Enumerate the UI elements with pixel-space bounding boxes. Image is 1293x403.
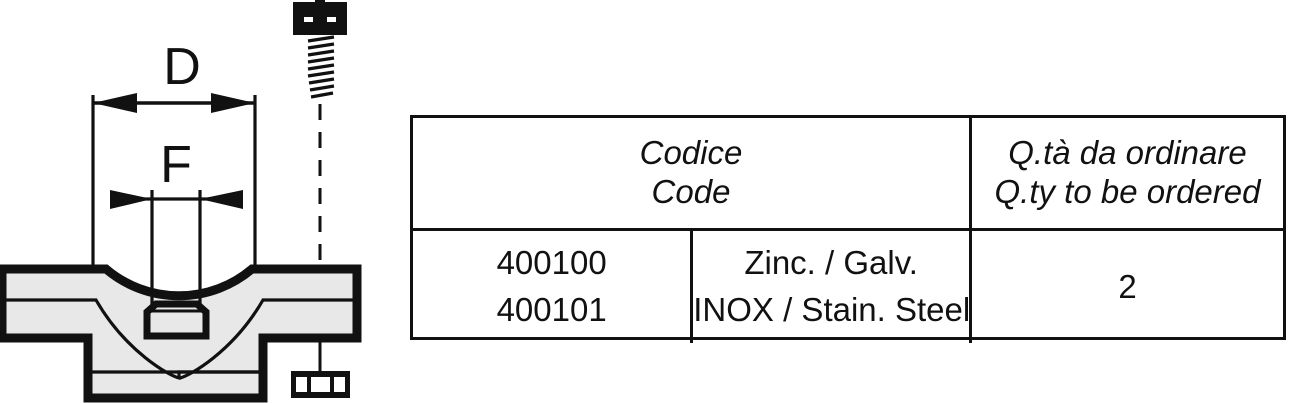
header-qty-it: Q.tà da ordinare: [1008, 134, 1247, 172]
description-value-1: INOX / Stain. Steel: [693, 291, 971, 328]
saddle-bracket-section: [0, 264, 362, 403]
specification-table: Codice Code Q.tà da ordinare Q.ty to be …: [410, 115, 1286, 343]
header-code-it: Codice: [639, 134, 743, 172]
cell-descriptions: Zinc. / Galv. INOX / Stain. Steel: [691, 229, 972, 343]
nut-icon: [291, 371, 350, 398]
code-value-1: 400101: [496, 291, 607, 328]
table-header-row: Codice Code Q.tà da ordinare Q.ty to be …: [413, 118, 1283, 231]
header-cell-code: Codice Code: [413, 118, 972, 231]
header-qty-en: Q.ty to be ordered: [994, 173, 1261, 210]
dimension-D-label: D: [163, 38, 201, 96]
table-grid: Codice Code Q.tà da ordinare Q.ty to be …: [413, 118, 1283, 343]
drawing-canvas: D F: [0, 0, 362, 403]
table-body-row: 400100 400101 Zinc. / Galv. INOX / Stain…: [413, 229, 1283, 343]
dimension-F-label: F: [160, 136, 192, 194]
cell-quantity: 2: [1118, 268, 1137, 305]
header-code-en: Code: [651, 173, 731, 210]
description-value-0: Zinc. / Galv.: [744, 244, 918, 282]
dimension-D: D: [91, 38, 257, 265]
screw-thread-icon: [307, 35, 335, 99]
header-cell-quantity: Q.tà da ordinare Q.ty to be ordered: [970, 118, 1283, 231]
code-value-0: 400100: [496, 244, 607, 282]
screw-head-icon: [293, 0, 347, 35]
cell-codes: 400100 400101: [413, 229, 694, 343]
technical-drawing: D F: [0, 0, 390, 403]
dimension-F: F: [110, 136, 243, 310]
